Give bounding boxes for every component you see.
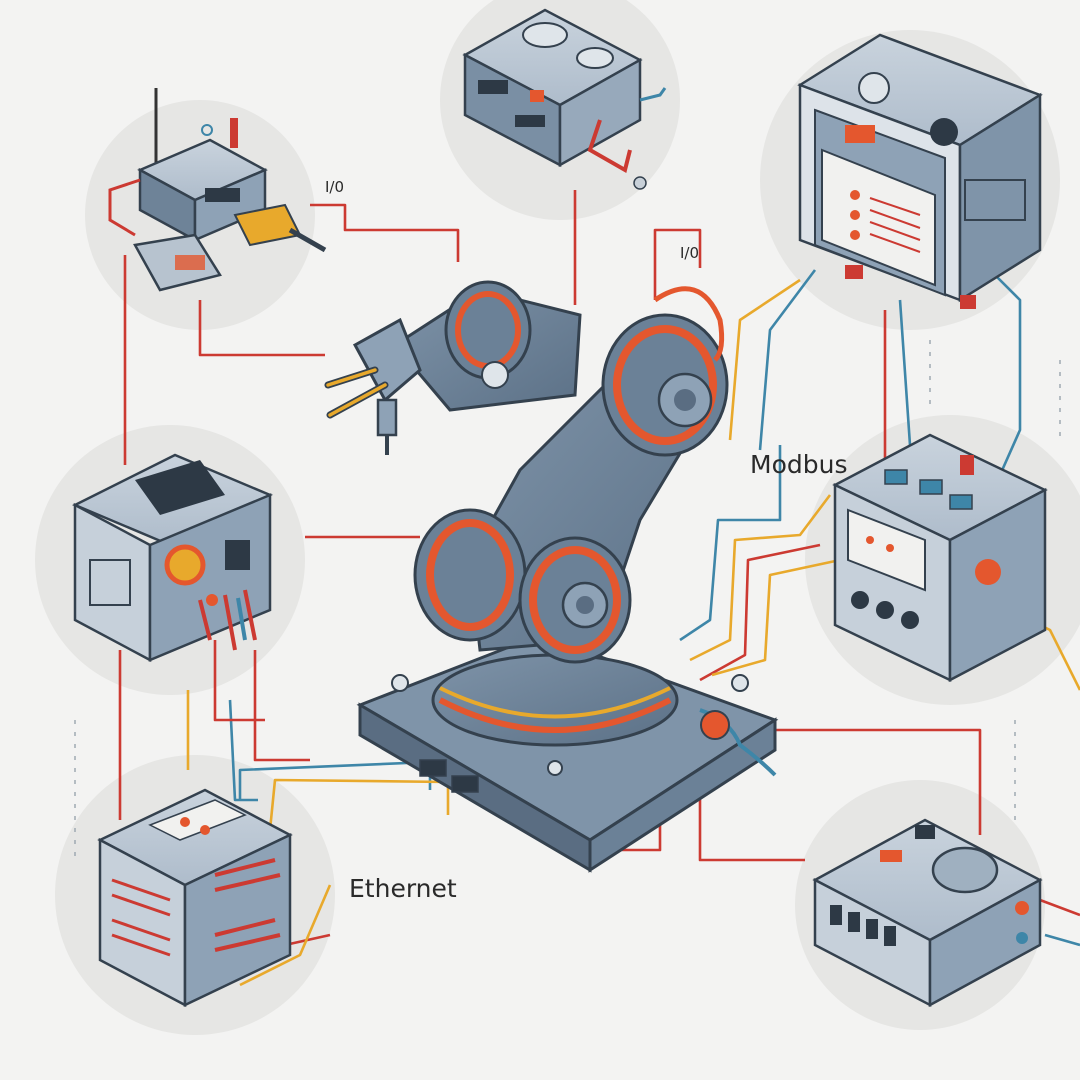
link-bottom-right-blue bbox=[1045, 935, 1080, 945]
io-label-top-right: I/0 bbox=[680, 244, 699, 262]
link-bottom-right-red bbox=[1040, 900, 1080, 915]
modbus-red bbox=[700, 545, 820, 680]
modbus-blue-2 bbox=[760, 270, 815, 450]
io-label-top-left: I/0 bbox=[325, 178, 344, 196]
io-link-top-left bbox=[310, 205, 458, 262]
ethernet-label: Ethernet bbox=[349, 874, 457, 903]
ethernet-red bbox=[255, 650, 310, 760]
modbus-label: Modbus bbox=[750, 450, 847, 479]
